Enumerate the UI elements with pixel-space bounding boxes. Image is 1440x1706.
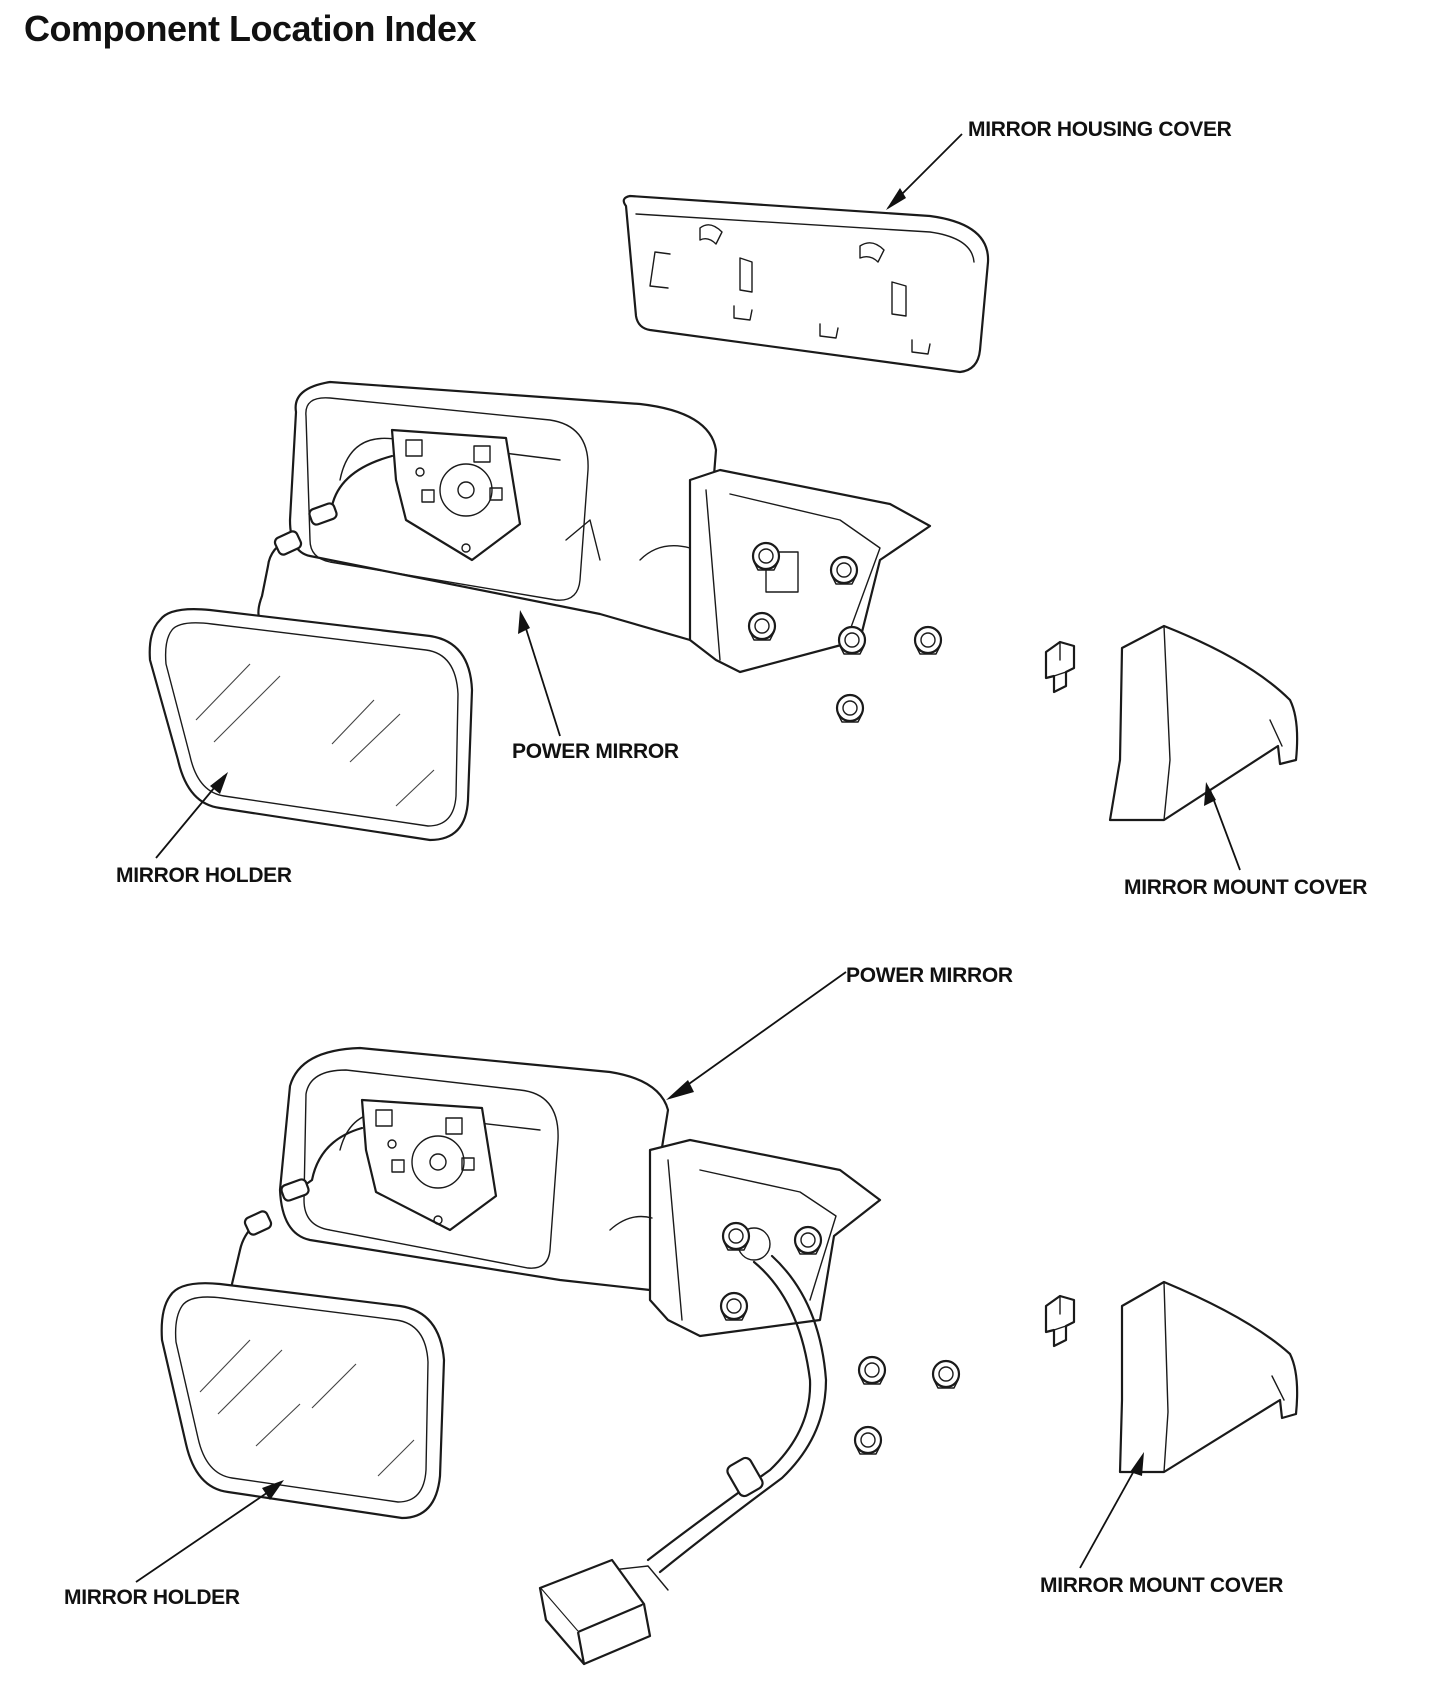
label-mirror-housing-cover: MIRROR HOUSING COVER [968, 118, 1232, 141]
power-mirror-part-top [257, 380, 932, 674]
mirror-holder-part-top [148, 608, 474, 842]
label-mirror-mount-cover-top: MIRROR MOUNT COVER [1124, 876, 1367, 899]
leaders-top [155, 133, 1241, 871]
top-diagram: MIRROR HOUSING COVER POWER MIRROR MIRROR… [116, 118, 1368, 899]
mirror-mount-cover-part-top [1044, 624, 1299, 822]
label-mirror-holder-top: MIRROR HOLDER [116, 864, 292, 887]
label-power-mirror-top: POWER MIRROR [512, 740, 679, 763]
nuts-top [835, 625, 943, 724]
label-mirror-holder-bottom: MIRROR HOLDER [64, 1586, 240, 1609]
page-title: Component Location Index [24, 8, 477, 49]
nuts-bottom [853, 1355, 961, 1456]
mirror-holder-part-bottom [160, 1282, 446, 1520]
mirror-housing-cover-part [622, 194, 990, 374]
label-mirror-mount-cover-bottom: MIRROR MOUNT COVER [1040, 1574, 1283, 1597]
power-mirror-part-bottom [228, 1046, 882, 1666]
bottom-diagram: POWER MIRROR MIRROR HOLDER MIRROR MOUNT … [64, 964, 1299, 1666]
label-power-mirror-bottom: POWER MIRROR [846, 964, 1013, 987]
leaders-bottom [135, 971, 1144, 1583]
mirror-mount-cover-part-bottom [1044, 1280, 1299, 1474]
